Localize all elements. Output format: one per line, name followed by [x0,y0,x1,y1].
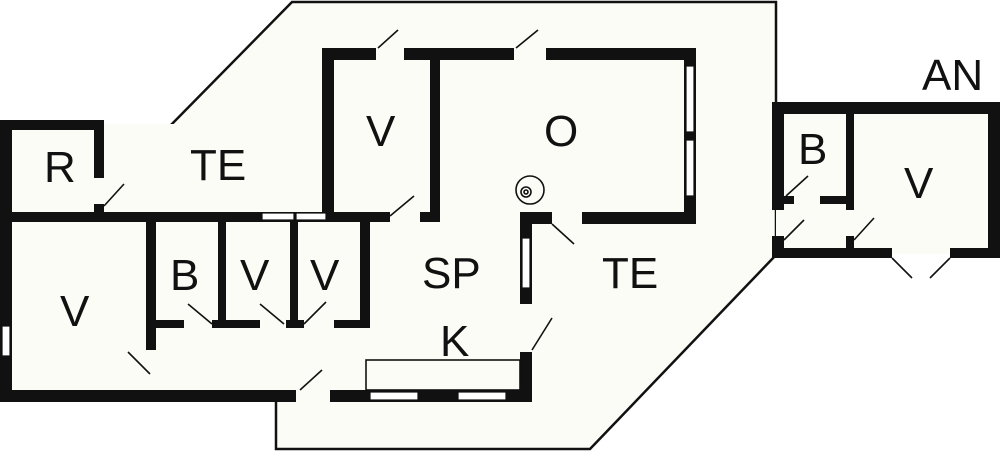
room-label-v-mid1: V [240,251,270,300]
room-label-b-small: B [170,251,199,300]
room-label-te-left: TE [190,141,246,190]
room-label-v-top: V [366,107,396,156]
annex-door-swings [783,175,951,279]
room-label-v-left: V [60,287,90,336]
room-label-o: O [544,107,578,156]
kitchen-counter [365,359,521,391]
room-label-k: K [440,317,469,366]
room-label-v-mid2: V [310,251,340,300]
room-label-annex-b: B [798,125,827,174]
room-label-annex-v: V [904,159,934,208]
room-label-sp: SP [422,249,481,298]
annex-floor [776,106,998,254]
walls-annex [772,102,1000,258]
windows [1,65,783,401]
fireplace-symbol [515,175,545,205]
room-label-r: R [44,143,76,192]
interior-floor-main [328,54,692,214]
room-label-an: AN [922,51,983,100]
door-swings [103,29,575,391]
room-label-te-right: TE [602,249,658,298]
